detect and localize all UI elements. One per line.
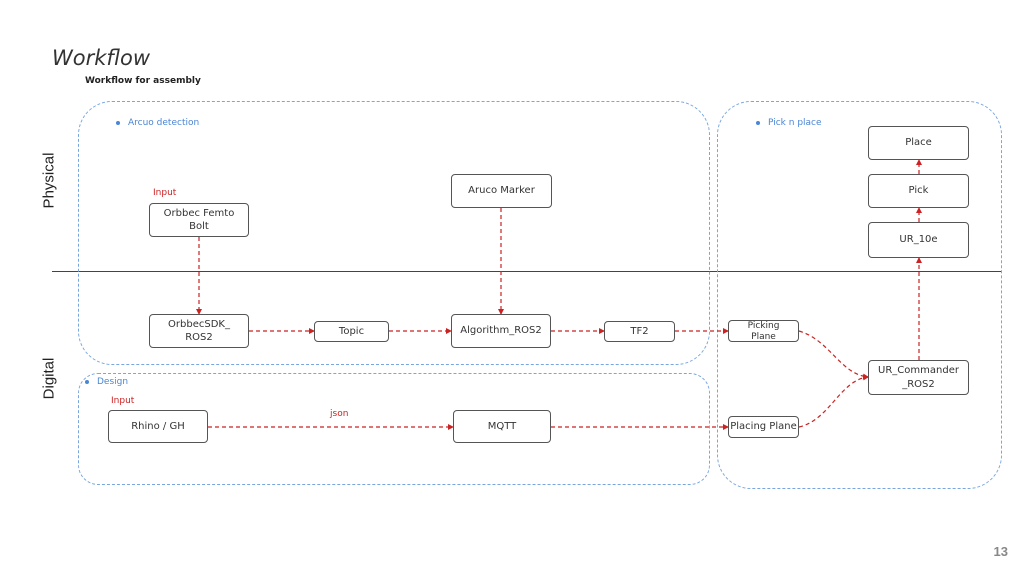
input-label-camera: Input — [153, 188, 177, 198]
bullet-icon — [116, 120, 120, 125]
physical-digital-divider — [52, 271, 1002, 272]
group-pick-n-place — [717, 101, 1002, 489]
node-ur-10e[interactable]: UR_10e — [868, 222, 969, 258]
node-algorithm-ros2[interactable]: Algorithm_ROS2 — [451, 314, 551, 348]
node-aruco-marker[interactable]: Aruco Marker — [451, 174, 552, 208]
node-rhino-gh[interactable]: Rhino / GH — [108, 410, 208, 443]
page-number: 13 — [993, 544, 1008, 559]
page-title: Workflow — [52, 46, 150, 70]
node-orbbec-femto-bolt[interactable]: Orbbec Femto Bolt — [149, 203, 249, 237]
node-tf2[interactable]: TF2 — [604, 321, 675, 342]
node-pick[interactable]: Pick — [868, 174, 969, 208]
group-label-pick: Pick n place — [756, 118, 822, 128]
bullet-icon — [756, 120, 760, 125]
input-label-rhino: Input — [111, 396, 135, 406]
node-mqtt[interactable]: MQTT — [453, 410, 551, 443]
node-ur-commander-ros2[interactable]: UR_Commander _ROS2 — [868, 360, 969, 395]
node-placing-plane[interactable]: Placing Plane — [728, 416, 799, 438]
group-design — [78, 373, 710, 485]
node-picking-plane[interactable]: Picking Plane — [728, 320, 799, 342]
node-topic[interactable]: Topic — [314, 321, 389, 342]
bullet-icon — [85, 379, 89, 384]
node-orbbecsdk-ros2[interactable]: OrbbecSDK_ ROS2 — [149, 314, 249, 348]
page-subtitle: Workflow for assembly — [85, 76, 201, 86]
group-label-aruco: Arcuo detection — [116, 118, 199, 128]
edge-placing-commander — [798, 374, 869, 428]
edge-picking-commander — [798, 330, 869, 380]
group-label-design: Design — [85, 377, 128, 387]
json-label: json — [330, 409, 349, 419]
node-place[interactable]: Place — [868, 126, 969, 160]
group-aruco-detection — [78, 101, 710, 365]
